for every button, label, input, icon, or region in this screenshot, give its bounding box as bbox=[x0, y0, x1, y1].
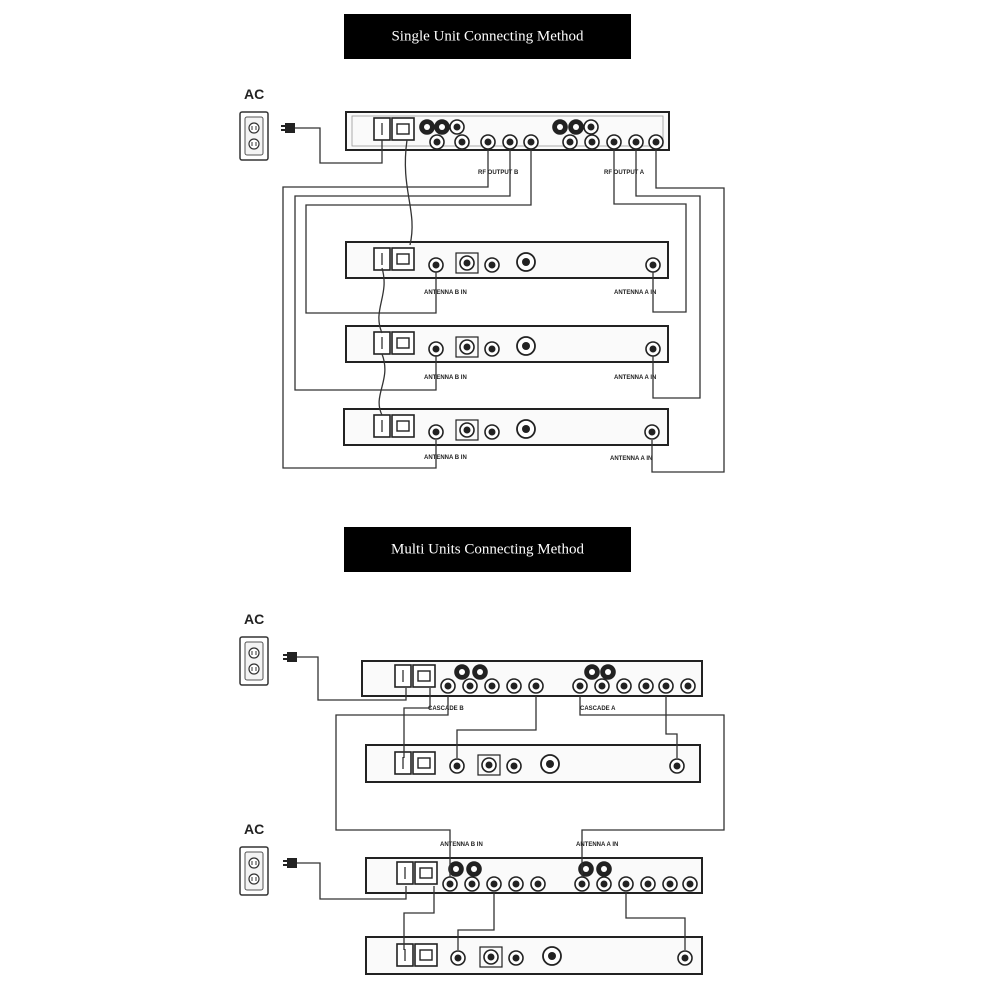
multi-units-banner: Multi Units Connecting Method bbox=[344, 527, 631, 572]
ac-label-2: AC bbox=[244, 821, 264, 837]
rf-output-a-label: RF OUTPUT A bbox=[604, 170, 645, 176]
antenna-a-in-label-m: ANTENNA A IN bbox=[576, 842, 618, 848]
multi-units-title: Multi Units Connecting Method bbox=[391, 541, 584, 557]
wall-outlet-icon-1 bbox=[239, 636, 269, 686]
antenna-b-in-label-1: ANTENNA B IN bbox=[424, 290, 467, 296]
receiver-unit-3 bbox=[343, 408, 669, 446]
single-cables bbox=[282, 127, 725, 473]
antenna-b-in-label-m: ANTENNA B IN bbox=[440, 842, 483, 848]
distributor-unit-2 bbox=[365, 857, 703, 894]
single-unit-banner: Single Unit Connecting Method bbox=[344, 14, 631, 59]
multi-cables bbox=[297, 656, 725, 950]
distributor-unit bbox=[345, 111, 670, 151]
receiver-unit-1 bbox=[345, 241, 669, 279]
ac-label-1: AC bbox=[244, 611, 264, 627]
antenna-b-in-label-3: ANTENNA B IN bbox=[424, 455, 467, 461]
wall-outlet-icon bbox=[239, 111, 269, 161]
single-unit-diagram: AC RF OUTPUT B RF OUTPUT A bbox=[239, 86, 725, 473]
antenna-b-in-label-2: ANTENNA B IN bbox=[424, 375, 467, 381]
receiver-unit-m2 bbox=[365, 936, 703, 975]
ac-plug-icon-2 bbox=[283, 858, 297, 868]
antenna-a-in-label-1: ANTENNA A IN bbox=[614, 290, 656, 296]
multi-units-diagram: AC AC CASCADE B CASCADE A bbox=[239, 611, 725, 975]
wall-outlet-icon-2 bbox=[239, 846, 269, 896]
antenna-a-in-label-3: ANTENNA A IN bbox=[610, 456, 652, 462]
cascade-b-label: CASCADE B bbox=[428, 706, 464, 712]
distributor-unit-1 bbox=[361, 660, 703, 697]
receiver-unit-2 bbox=[345, 325, 669, 363]
receiver-unit-m1 bbox=[365, 744, 701, 783]
rf-output-b-label: RF OUTPUT B bbox=[478, 170, 519, 176]
antenna-a-in-label-2: ANTENNA A IN bbox=[614, 375, 656, 381]
ac-label: AC bbox=[244, 86, 264, 102]
ac-plug-icon bbox=[281, 123, 295, 133]
cascade-a-label: CASCADE A bbox=[580, 706, 616, 712]
ac-plug-icon-1 bbox=[283, 652, 297, 662]
single-unit-title: Single Unit Connecting Method bbox=[391, 28, 584, 44]
